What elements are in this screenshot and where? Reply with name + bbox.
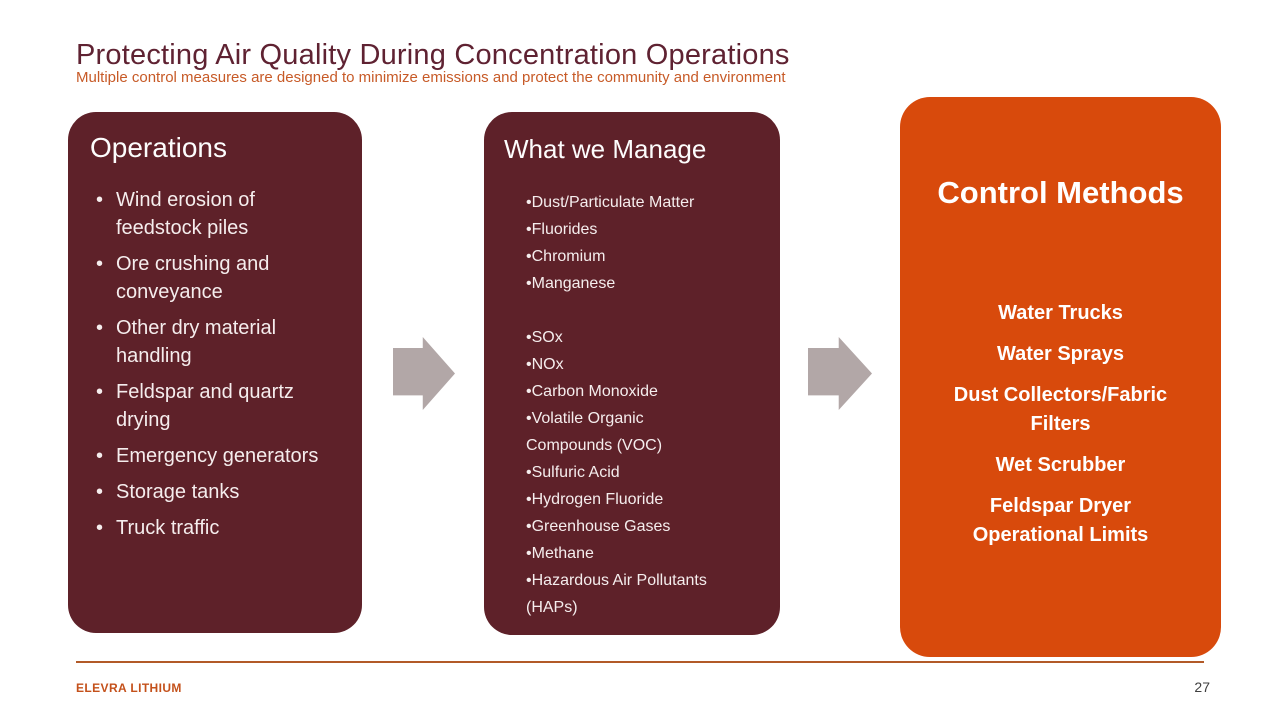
footer-divider — [76, 661, 1204, 663]
manage-list-group-2: SOx NOx Carbon Monoxide Volatile Organic… — [484, 324, 780, 621]
list-item: Storage tanks — [94, 478, 328, 506]
operations-box-title: Operations — [90, 132, 227, 163]
manage-box-title: What we Manage — [504, 134, 707, 164]
what-we-manage-box: What we Manage Dust/Particulate Matter F… — [484, 112, 780, 635]
operations-box: Operations Wind erosion of feedstock pil… — [68, 112, 362, 633]
arrow-right-icon — [808, 337, 872, 410]
list-item: Sulfuric Acid — [526, 459, 730, 486]
operations-list: Wind erosion of feedstock piles Ore crus… — [68, 186, 362, 542]
slide-title: Protecting Air Quality During Concentrat… — [76, 39, 790, 72]
list-item: Ore crushing and conveyance — [94, 250, 328, 306]
list-item: Dust/Particulate Matter — [526, 189, 730, 216]
footer-brand: ELEVRA LITHIUM — [76, 681, 182, 695]
list-item: Methane — [526, 540, 730, 567]
list-item: Feldspar and quartz drying — [94, 378, 328, 434]
control-methods-box: Control Methods Water Trucks Water Spray… — [900, 97, 1221, 657]
list-item: NOx — [526, 351, 730, 378]
list-item: Other dry material handling — [94, 314, 328, 370]
list-item: Fluorides — [526, 216, 730, 243]
manage-list-group-1: Dust/Particulate Matter Fluorides Chromi… — [484, 189, 780, 297]
page-number: 27 — [1194, 679, 1210, 695]
list-item: Emergency generators — [94, 442, 328, 470]
arrow-right-icon — [393, 337, 455, 410]
list-item: SOx — [526, 324, 730, 351]
list-item: Greenhouse Gases — [526, 513, 730, 540]
list-item: Volatile Organic Compounds (VOC) — [526, 405, 730, 459]
list-item: Hydrogen Fluoride — [526, 486, 730, 513]
list-item: Water Sprays — [996, 343, 1125, 365]
list-item: Water Trucks — [998, 302, 1123, 324]
list-item: Wind erosion of feedstock piles — [94, 186, 328, 242]
list-item: Chromium — [526, 243, 730, 270]
list-item: Truck traffic — [94, 514, 328, 542]
slide-subtitle: Multiple control measures are designed t… — [76, 69, 786, 86]
list-item: Wet Scrubber — [995, 454, 1126, 476]
list-item: Dust Collectors/Fabric Filters — [953, 384, 1168, 435]
control-box-title: Control Methods — [937, 175, 1184, 210]
control-methods-list: Water Trucks Water Sprays Dust Collector… — [900, 299, 1221, 550]
list-item: Manganese — [526, 270, 730, 297]
list-item: Hazardous Air Pollutants (HAPs) — [526, 567, 730, 621]
list-item: Carbon Monoxide — [526, 378, 730, 405]
list-item: Feldspar Dryer Operational Limits — [972, 495, 1149, 546]
